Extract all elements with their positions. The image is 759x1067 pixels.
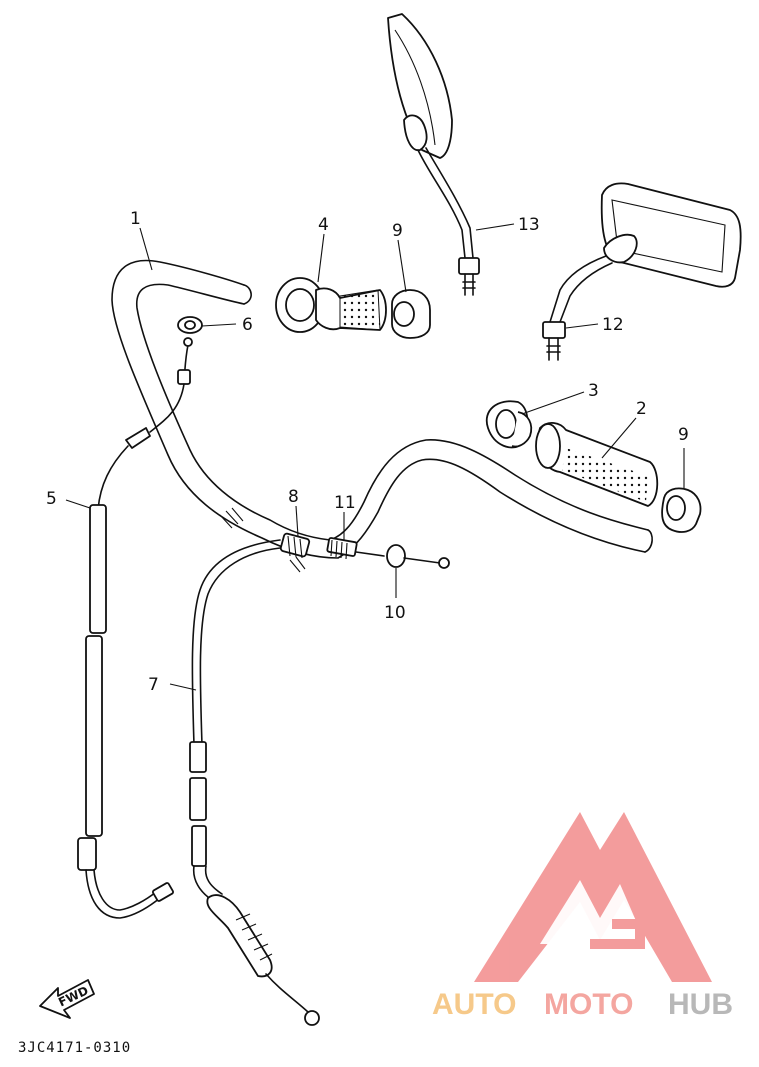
grip-end-right xyxy=(661,487,702,533)
diagram-code: 3JC4171-0310 xyxy=(18,1040,131,1056)
callout-8: 8 xyxy=(288,487,299,507)
adjuster-8 xyxy=(279,532,311,559)
callout-6: 6 xyxy=(242,315,253,335)
fwd-arrow: FWD xyxy=(39,979,95,1019)
mirror-right xyxy=(542,182,742,361)
grip-right xyxy=(535,422,659,507)
mirror-left xyxy=(387,13,480,296)
throttle-cable xyxy=(189,539,320,1026)
watermark-hub: HUB xyxy=(668,988,733,1021)
callout-7: 7 xyxy=(148,675,159,695)
watermark-text: AUTO MOTO HUB xyxy=(432,988,733,1021)
callout-10: 10 xyxy=(384,603,406,623)
clutch-cable xyxy=(77,337,193,919)
callout-1: 1 xyxy=(130,209,141,229)
leader-lines xyxy=(65,223,685,691)
watermark-moto: MOTO xyxy=(544,988,633,1021)
callout-4: 4 xyxy=(318,215,329,235)
locknut-10 xyxy=(386,544,450,569)
callout-3: 3 xyxy=(588,381,599,401)
callout-2: 2 xyxy=(636,399,647,419)
callout-9-right: 9 xyxy=(678,425,689,445)
callout-5: 5 xyxy=(46,489,57,509)
grip-end-left xyxy=(391,289,431,339)
handlebar xyxy=(111,259,653,573)
callout-11: 11 xyxy=(334,493,356,513)
callout-labels: 1 2 3 4 5 6 7 8 9 9 10 11 12 13 xyxy=(46,209,689,695)
callout-12: 12 xyxy=(602,315,624,335)
watermark-auto: AUTO xyxy=(432,988,516,1021)
cable-guide xyxy=(177,316,203,334)
watermark-logo xyxy=(474,812,712,982)
throttle-grip xyxy=(275,277,387,333)
callout-13: 13 xyxy=(518,215,540,235)
callout-9-left: 9 xyxy=(392,221,403,241)
grip-washer xyxy=(485,400,533,449)
adjuster-11 xyxy=(326,537,385,560)
